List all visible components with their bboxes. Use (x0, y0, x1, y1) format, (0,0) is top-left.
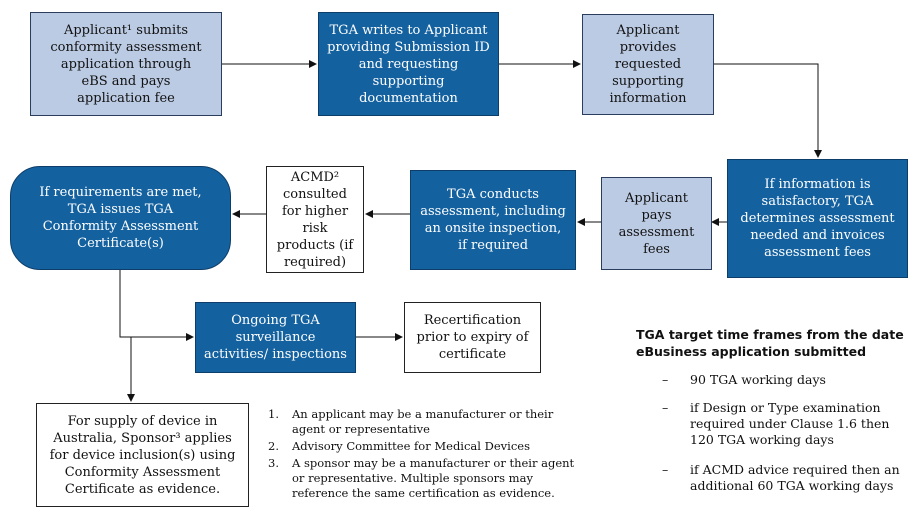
step-sponsor-applies: For supply of device in Australia, Spons… (36, 403, 249, 507)
step-acmd-consulted: ACMD² consulted for higher risk products… (266, 166, 364, 273)
timeframe-item: –if ACMD advice required then an additio… (662, 462, 900, 493)
step-tga-writes-applicant: TGA writes to Applicant providing Submis… (318, 12, 499, 116)
step-issue-certificate: If requirements are met, TGA issues TGA … (10, 166, 231, 270)
footnotes: 1.An applicant may be a manufacturer or … (268, 407, 588, 503)
step-submit-application: Applicant¹ submits conformity assessment… (30, 12, 222, 116)
timeframes-list: –90 TGA working days –if Design or Type … (662, 372, 912, 494)
step-ongoing-surveillance: Ongoing TGA surveillance activities/ ins… (195, 302, 356, 373)
arrow-b3-b4 (714, 63, 822, 158)
timeframe-item: –90 TGA working days (662, 372, 826, 387)
footnote-2: 2.Advisory Committee for Medical Devices (268, 439, 530, 453)
step-pay-assessment-fees: Applicant pays assessment fees (601, 177, 712, 270)
footnote-1: 1.An applicant may be a manufacturer or … (268, 407, 554, 436)
arrow-b8-b9 (119, 270, 194, 341)
step-provide-information: Applicant provides requested supporting … (582, 14, 714, 115)
step-determine-assessment: If information is satisfactory, TGA dete… (727, 159, 908, 278)
timeframes-title: TGA target time frames from the date eBu… (636, 327, 904, 359)
timeframe-item: –if Design or Type examination required … (662, 400, 890, 447)
step-conduct-assessment: TGA conducts assessment, including an on… (410, 170, 576, 270)
footnote-3: 3.A sponsor may be a manufacturer or the… (268, 456, 575, 500)
step-recertification: Recertification prior to expiry of certi… (404, 302, 541, 373)
